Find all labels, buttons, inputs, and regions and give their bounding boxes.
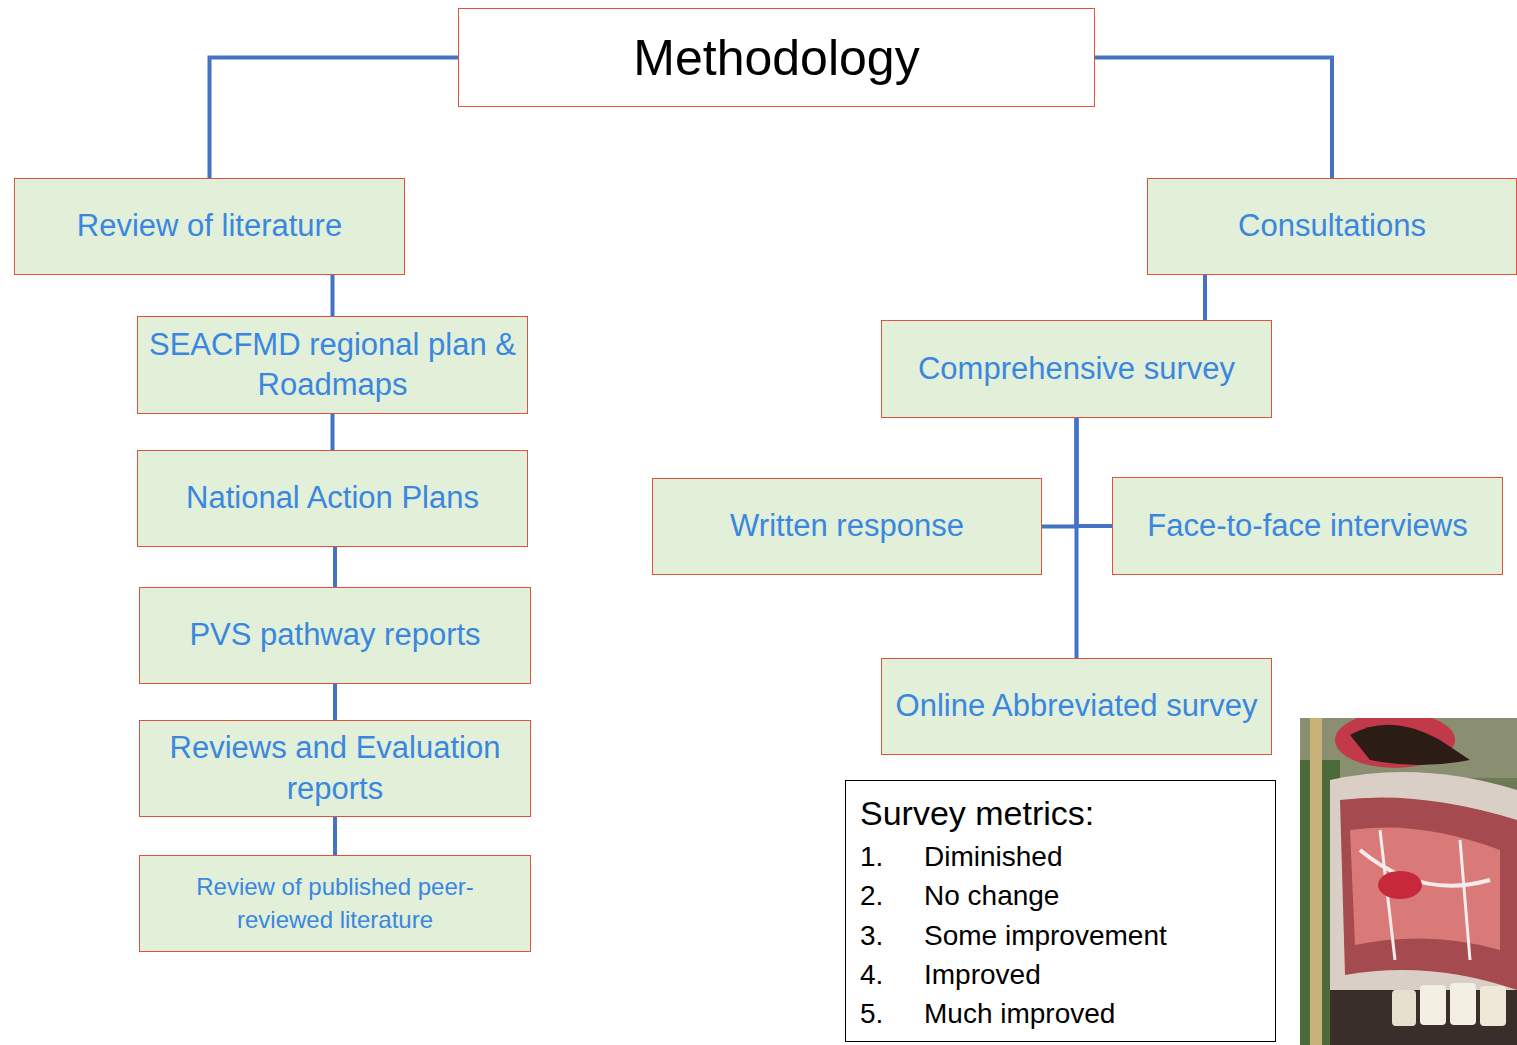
connector-line — [333, 817, 337, 855]
process-box: Comprehensive survey — [881, 320, 1272, 418]
connector-line — [1075, 418, 1079, 658]
node-label: 3. — [860, 916, 924, 955]
node-label: 4. — [860, 955, 924, 994]
node-label: Much improved — [924, 994, 1261, 1033]
node-label: Review of published peer-reviewed litera… — [150, 871, 520, 936]
node-label: Reviews and Evaluation reports — [150, 728, 520, 809]
node-label: Survey metrics: — [860, 791, 1261, 835]
node-label: 1. — [860, 837, 924, 876]
list-row: 2.No change — [860, 876, 1261, 915]
node-label: Improved — [924, 955, 1261, 994]
node-label: Written response — [730, 506, 964, 546]
process-box: Reviews and Evaluation reports — [139, 720, 531, 817]
connector-line — [1095, 58, 1332, 179]
connector-line — [331, 275, 335, 316]
node-label: No change — [924, 876, 1261, 915]
process-box: SEACFMD regional plan & Roadmaps — [137, 316, 528, 414]
process-box: Face-to-face interviews — [1112, 477, 1503, 575]
node-label: Comprehensive survey — [918, 349, 1235, 389]
process-box: Online Abbreviated survey — [881, 658, 1272, 755]
node-label: Review of literature — [77, 206, 342, 246]
node-label: 5. — [860, 994, 924, 1033]
connector-line — [1203, 275, 1207, 320]
connector-line — [210, 58, 459, 179]
node-label: PVS pathway reports — [189, 615, 480, 655]
list-row: 1.Diminished — [860, 837, 1261, 876]
node-label: Methodology — [633, 29, 919, 87]
list-row: 3.Some improvement — [860, 916, 1261, 955]
title-box: Methodology — [458, 8, 1095, 107]
connector-line — [1042, 418, 1077, 527]
node-label: 2. — [860, 876, 924, 915]
node-label: Diminished — [924, 837, 1261, 876]
process-box: Review of literature — [14, 178, 405, 275]
node-label: Some improvement — [924, 916, 1261, 955]
process-box: National Action Plans — [137, 450, 528, 547]
node-label: Online Abbreviated survey — [896, 686, 1258, 726]
node-label: SEACFMD regional plan & Roadmaps — [148, 325, 517, 406]
process-box: Consultations — [1147, 178, 1517, 275]
node-label: Face-to-face interviews — [1147, 506, 1467, 546]
node-label: Consultations — [1238, 206, 1426, 246]
process-box: Review of published peer-reviewed litera… — [139, 855, 531, 952]
connector-line — [333, 547, 337, 587]
connector-line — [1077, 418, 1113, 526]
list-row: 5.Much improved — [860, 994, 1261, 1033]
connector-line — [333, 684, 337, 720]
node-label: National Action Plans — [186, 478, 479, 518]
process-box: PVS pathway reports — [139, 587, 531, 684]
connector-line — [331, 414, 335, 450]
process-box: Written response — [652, 478, 1042, 575]
metrics-box: Survey metrics:1.Diminished2.No change3.… — [845, 780, 1276, 1042]
list-row: 4.Improved — [860, 955, 1261, 994]
